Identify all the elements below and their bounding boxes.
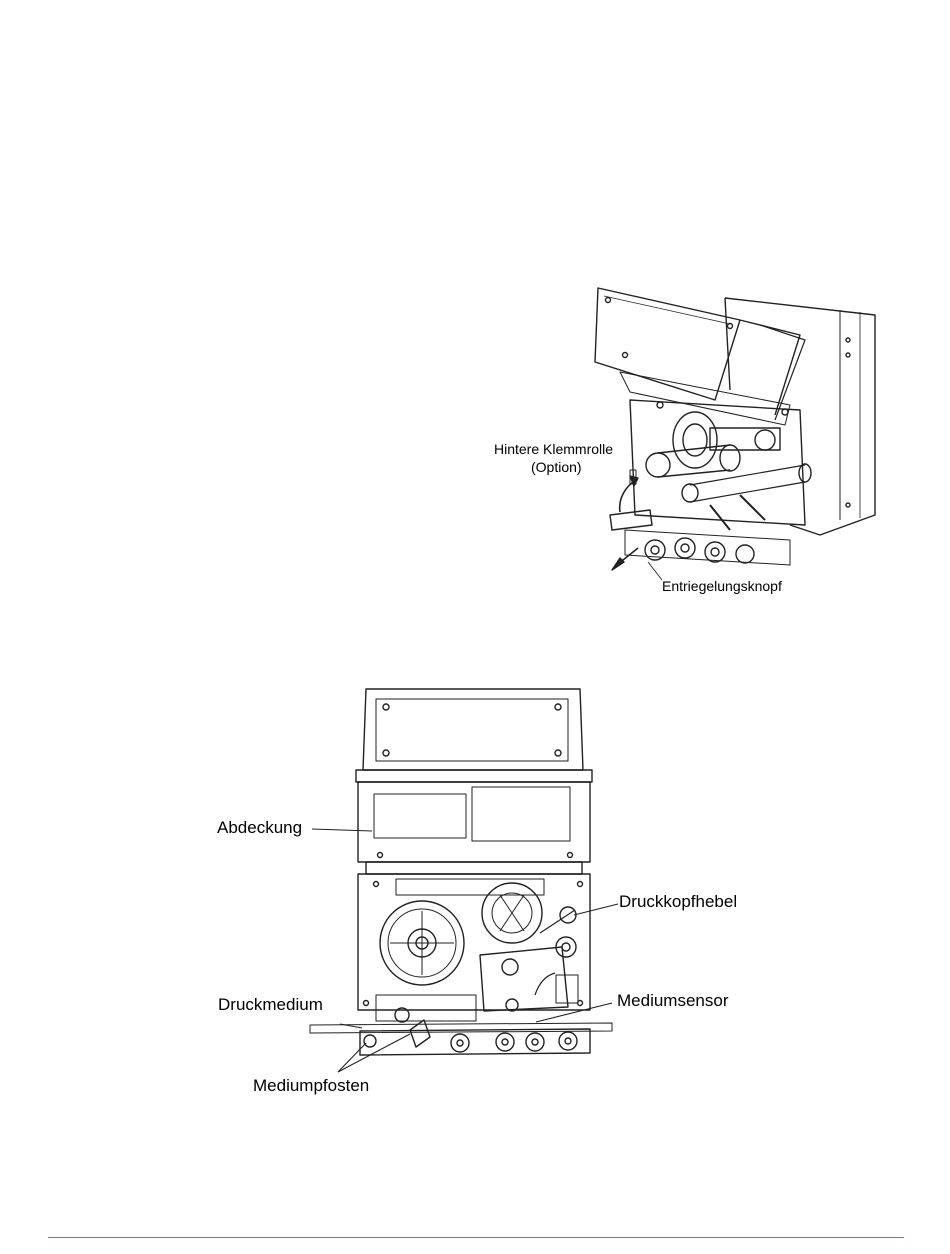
label-printhead-lever: Druckkopfhebel xyxy=(619,892,737,912)
label-media-sensor: Mediumsensor xyxy=(617,991,729,1011)
footer-rule xyxy=(48,1237,904,1238)
label-cover: Abdeckung xyxy=(217,818,302,838)
label-media: Druckmedium xyxy=(218,995,323,1015)
label-media-posts: Mediumpfosten xyxy=(253,1076,369,1096)
